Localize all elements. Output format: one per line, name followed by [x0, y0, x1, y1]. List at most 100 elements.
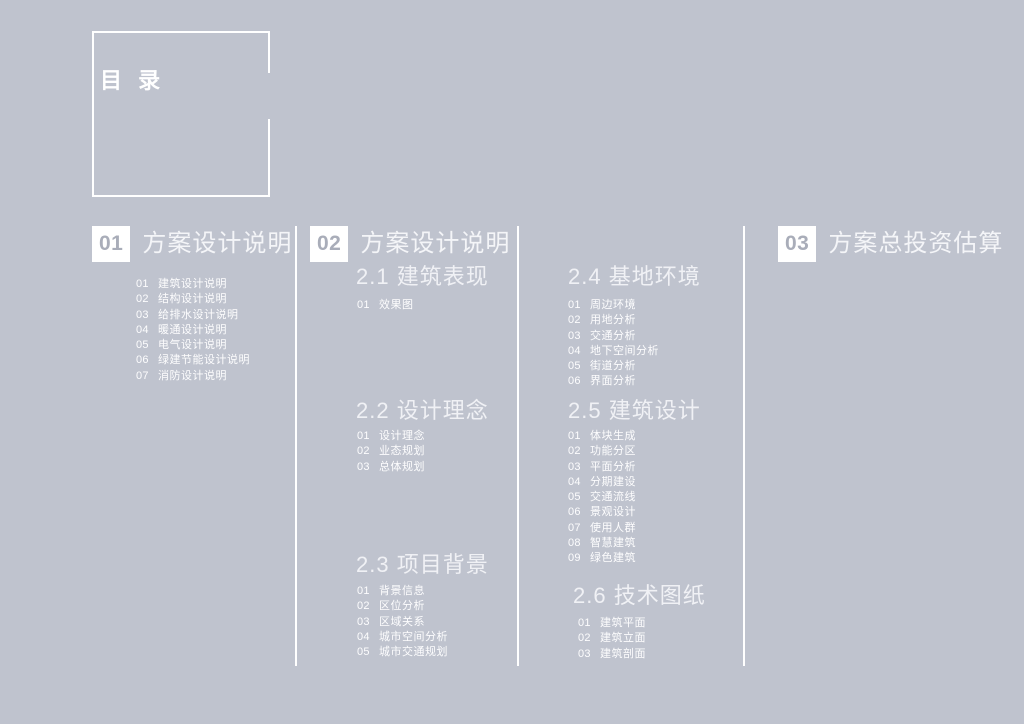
list-item[interactable]: 03 总体规划: [357, 460, 425, 475]
subsection-title-2-2[interactable]: 2.2 设计理念: [356, 398, 489, 423]
list-item[interactable]: 01 体块生成: [568, 429, 636, 444]
section-header-02[interactable]: 02 方案设计说明: [310, 226, 510, 262]
list-item[interactable]: 05 城市交通规划: [357, 645, 448, 660]
item-number: 02: [357, 445, 370, 458]
title-frame: [92, 31, 270, 197]
item-label: 交通流线: [590, 491, 636, 504]
item-label: 建筑设计说明: [158, 278, 227, 290]
item-label: 区位分析: [379, 600, 425, 613]
item-number: 09: [568, 552, 581, 565]
item-number: 03: [357, 460, 370, 473]
item-number: 04: [568, 344, 581, 357]
item-label: 建筑剖面: [600, 647, 646, 660]
item-number: 03: [357, 615, 370, 628]
frame-right-lower-edge: [268, 119, 270, 197]
item-number: 06: [568, 506, 581, 519]
subsection-title-2-3[interactable]: 2.3 项目背景: [356, 552, 489, 577]
item-number: 03: [136, 308, 149, 321]
item-label: 功能分区: [590, 445, 636, 458]
item-label: 消防设计说明: [158, 369, 227, 382]
list-item[interactable]: 02 区位分析: [357, 599, 448, 614]
list-item[interactable]: 06 绿建节能设计说明: [136, 353, 250, 368]
item-label: 绿建节能设计说明: [158, 354, 250, 367]
item-label: 效果图: [379, 299, 414, 311]
list-item[interactable]: 05 电气设计说明: [136, 338, 250, 353]
item-number: 01: [136, 278, 149, 290]
item-label: 区域关系: [379, 615, 425, 628]
list-item[interactable]: 05 交通流线: [568, 490, 636, 505]
item-label: 电气设计说明: [158, 339, 227, 352]
frame-top-edge: [92, 31, 270, 33]
section-title-03: 方案总投资估算: [828, 230, 1004, 257]
item-label: 城市空间分析: [379, 630, 448, 643]
item-number: 01: [578, 617, 591, 629]
column-divider-1: [295, 226, 297, 666]
section-badge-03: 03: [778, 226, 817, 262]
item-label: 分期建设: [590, 475, 636, 488]
item-label: 平面分析: [590, 460, 636, 473]
item-label: 总体规划: [379, 460, 425, 473]
item-label: 交通分析: [590, 329, 636, 342]
list-item[interactable]: 01 建筑设计说明: [136, 277, 250, 292]
item-number: 06: [568, 375, 581, 388]
subsection-title-2-5[interactable]: 2.5 建筑设计: [568, 398, 701, 423]
item-number: 04: [136, 323, 149, 336]
item-number: 05: [357, 646, 370, 659]
item-label: 体块生成: [590, 430, 636, 442]
section-header-03[interactable]: 03 方案总投资估算: [778, 226, 1003, 262]
item-label: 城市交通规划: [379, 646, 448, 659]
subsection-title-2-1[interactable]: 2.1 建筑表现: [356, 264, 489, 289]
item-number: 01: [568, 430, 581, 442]
section-header-01[interactable]: 01 方案设计说明: [92, 226, 292, 262]
item-label: 周边环境: [590, 299, 636, 311]
subsection-title-2-4[interactable]: 2.4 基地环境: [568, 264, 701, 289]
item-label: 背景信息: [379, 585, 425, 597]
item-label: 设计理念: [379, 430, 425, 442]
frame-right-upper-edge: [268, 31, 270, 73]
list-item[interactable]: 03 区域关系: [357, 615, 448, 630]
section-badge-02: 02: [310, 226, 349, 262]
section-title-02: 方案设计说明: [360, 230, 511, 257]
item-number: 04: [357, 630, 370, 643]
item-number: 01: [357, 585, 370, 597]
list-item[interactable]: 04 暖通设计说明: [136, 323, 250, 338]
item-number: 01: [357, 430, 370, 442]
list-item[interactable]: 03 交通分析: [568, 329, 659, 344]
item-number: 05: [136, 339, 149, 352]
list-item[interactable]: 01 背景信息: [357, 584, 448, 599]
item-number: 02: [357, 600, 370, 613]
list-item[interactable]: 01 设计理念: [357, 429, 425, 444]
subsection-title-2-6[interactable]: 2.6 技术图纸: [573, 583, 706, 608]
item-label: 智慧建筑: [590, 537, 636, 550]
item-number: 03: [568, 329, 581, 342]
item-number: 06: [136, 354, 149, 367]
item-number: 05: [568, 491, 581, 504]
list-item[interactable]: 04 城市空间分析: [357, 630, 448, 645]
item-number: 05: [568, 360, 581, 373]
item-label: 暖通设计说明: [158, 323, 227, 336]
item-label: 结构设计说明: [158, 293, 227, 306]
